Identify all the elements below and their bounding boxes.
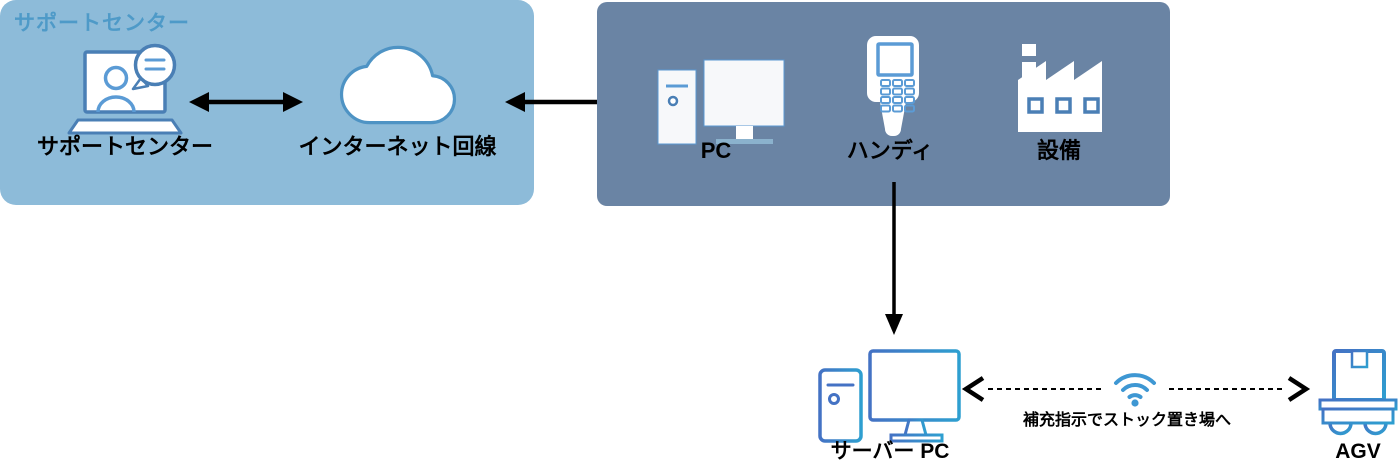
internet-cloud-label: インターネット回線 xyxy=(298,134,497,159)
handy-terminal-icon xyxy=(867,36,919,136)
server-pc-label: サーバー PC xyxy=(830,440,950,463)
handy-label: ハンディ xyxy=(846,138,934,163)
internet-cloud-icon xyxy=(328,45,468,125)
arrow-laptop-cloud xyxy=(189,92,303,112)
support-center-box-title: サポートセンター xyxy=(14,12,190,35)
dashed-wireless-arrow xyxy=(961,376,1311,402)
factory-icon xyxy=(1018,44,1102,132)
wifi-icon xyxy=(1114,373,1156,407)
pc-icon xyxy=(657,59,785,145)
support-laptop-icon xyxy=(67,43,183,135)
agv-label: AGV xyxy=(1335,440,1381,463)
pc-label: PC xyxy=(700,138,732,163)
support-laptop-label: サポートセンター xyxy=(36,134,213,159)
equipment-label: 設備 xyxy=(1036,138,1081,163)
server-pc-icon xyxy=(818,349,961,443)
wifi-caption: 補充指示でストック置き場へ xyxy=(1022,412,1231,429)
arrow-handy-to-server xyxy=(885,182,903,335)
agv-icon xyxy=(1318,349,1398,436)
